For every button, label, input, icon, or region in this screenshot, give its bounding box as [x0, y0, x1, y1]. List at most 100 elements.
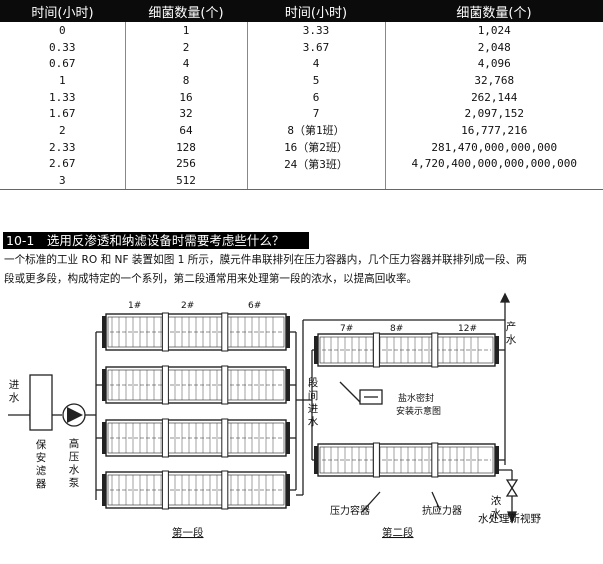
svg-text:器: 器 [36, 478, 47, 490]
table-header-1: 细菌数量(个) [125, 0, 247, 22]
table-cell: 2,097,152 [464, 107, 525, 121]
seal-note-label: 安装示意图 [396, 405, 441, 417]
ro-system-diagram: 进水保安滤器高压水泵段间进水产水浓水1#2#6#7#8#12#盐水密封安装示意图… [8, 292, 541, 539]
stage1-pressure-vessel [102, 470, 290, 510]
svg-text:泵: 泵 [69, 477, 80, 489]
watermark-label: 水处理新视野 [478, 512, 541, 525]
table-cell: 1 [0, 72, 126, 89]
stage1-pressure-vessel [102, 312, 290, 352]
table-cell: 2.67 [0, 155, 126, 173]
table-cell: 256 [125, 155, 248, 173]
paragraph-line-1: 一个标准的工业 RO 和 NF 装置如图 1 所示，膜元件串联排列在压力容器内，… [4, 254, 527, 266]
table-cell: 2.33 [0, 138, 126, 156]
table-header-row: 时间(小时)细菌数量(个)时间(小时)细菌数量(个) [0, 0, 603, 22]
table-cell: 64 [125, 122, 248, 139]
table-cell: 8（第1班） [247, 122, 386, 139]
svg-text:保: 保 [36, 438, 47, 451]
svg-text:安: 安 [36, 451, 47, 464]
svg-text:高: 高 [69, 437, 80, 450]
table-cell: 24（第3班） [247, 155, 386, 173]
svg-text:滤: 滤 [36, 464, 47, 477]
table-cell: 0.67 [0, 55, 126, 73]
stage2-label: 第二段 [382, 526, 414, 539]
stage1-tube-label: 6# [248, 301, 261, 311]
table-cell: 3 [0, 172, 126, 190]
seal-label: 盐水密封 [398, 392, 434, 404]
table-cell: 0 [0, 22, 126, 39]
stage2-pressure-vessel [314, 332, 499, 368]
table-cell: 2 [125, 38, 248, 56]
table-cell: 262,144 [471, 90, 518, 104]
svg-text:水: 水 [69, 464, 80, 476]
table-cell: 3.33 [247, 22, 386, 39]
section-heading: 10-1 选用反渗透和纳滤设备时需要考虑些什么？ [3, 232, 309, 249]
table-cell: 1.67 [0, 105, 126, 123]
svg-text:水: 水 [9, 392, 20, 404]
stage1-tube-label: 2# [181, 301, 194, 311]
table-cell: 5 [247, 72, 386, 89]
stage2-tube-label: 12# [458, 324, 477, 334]
table-cell [247, 172, 386, 190]
stage2-tube-label: 7# [340, 324, 353, 334]
table-cell: 1 [125, 22, 248, 39]
stage2-pressure-vessel [314, 442, 499, 478]
table-cell: 1,024 [477, 23, 511, 37]
stage1-pressure-vessel [102, 365, 290, 405]
table-cell: 0.33 [0, 38, 126, 56]
table-cell: 128 [125, 138, 248, 156]
table-cell: 4,096 [477, 57, 511, 71]
product-water-label: 产水 [506, 320, 517, 346]
table-cell: 32 [125, 105, 248, 123]
table-cell: 16（第2班） [247, 138, 386, 156]
table-header-2: 时间(小时) [247, 0, 385, 22]
svg-text:进: 进 [9, 379, 20, 391]
table-cell: 7 [247, 105, 386, 123]
table-cell: 2 [0, 122, 126, 139]
stage1-pressure-vessel [102, 418, 290, 458]
table-cell: 4 [247, 55, 386, 73]
svg-text:压: 压 [69, 451, 80, 463]
inlet-label: 进水 [9, 379, 20, 404]
table-cell: 16 [125, 88, 248, 106]
table-cell: 32,768 [474, 73, 515, 87]
cartridge-filter [29, 374, 53, 431]
table-cell [385, 172, 603, 190]
table-cell: 2,048 [477, 40, 511, 54]
table-cell: 3.67 [247, 38, 386, 56]
pressure-vessel-group [102, 312, 499, 510]
table-cell: 4,720,400,000,000,000,000 [411, 157, 578, 171]
table-cell: 16,777,216 [461, 123, 528, 137]
table-cell: 4 [125, 55, 248, 73]
paragraph-line-2: 段或更多段，构成特定的一个系列，第二段通常用来处理第一段的浓水，以提高回收率。 [4, 273, 418, 285]
stage1-label: 第一段 [172, 526, 204, 539]
table-cell: 8 [125, 72, 248, 89]
anti-stress-label: 抗应力器 [422, 504, 462, 517]
table-cell: 1.33 [0, 88, 126, 106]
pressure-vessel-label: 压力容器 [330, 504, 370, 517]
table-cell: 281,470,000,000,000 [431, 140, 558, 154]
svg-text:进: 进 [308, 403, 319, 415]
svg-text:浓: 浓 [491, 495, 502, 507]
concentrate-label: 浓水 [491, 495, 502, 520]
svg-text:间: 间 [308, 389, 319, 402]
table-header-0: 时间(小时) [0, 0, 125, 22]
stage1-tube-label: 1# [128, 301, 141, 311]
table-header-3: 细菌数量(个) [385, 0, 603, 22]
svg-text:水: 水 [491, 508, 502, 520]
svg-text:水: 水 [308, 416, 319, 428]
svg-text:水: 水 [506, 334, 517, 346]
